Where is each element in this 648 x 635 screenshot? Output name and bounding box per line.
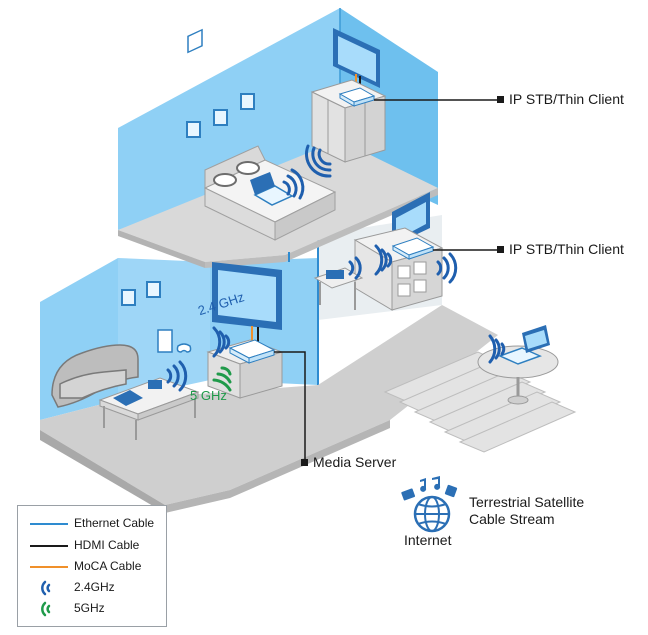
sofa — [51, 344, 139, 408]
legend-label: 2.4GHz — [74, 580, 115, 594]
legend-label: MoCA Cable — [74, 559, 142, 573]
stb-mid-device — [391, 237, 435, 260]
media-icons — [401, 476, 458, 501]
sources-line-2: Cable Stream — [469, 511, 555, 527]
legend-label: 5GHz — [74, 601, 105, 615]
sources-line-1: Terrestrial Satellite — [469, 494, 585, 510]
wifi-24-outdoor — [488, 334, 506, 364]
legend-label: Ethernet Cable — [74, 516, 155, 530]
legend-item-hdmi: HDMI Cable — [18, 536, 166, 556]
callout-stb-mid-label: IP STB/Thin Client — [509, 241, 624, 257]
lower-floor — [40, 305, 498, 505]
wifi-5-icon — [41, 601, 51, 617]
legend-item-moca: MoCA Cable — [18, 557, 166, 577]
wifi-24-bed — [282, 168, 305, 200]
bed — [203, 145, 337, 241]
legend-item-24ghz: 2.4GHz — [18, 578, 166, 598]
callout-stb-mid: IP STB/Thin Client — [497, 241, 624, 257]
wifi-24-lower — [166, 326, 231, 392]
callout-stb-top-label: IP STB/Thin Client — [509, 91, 624, 107]
callout-media-server-label: Media Server — [313, 454, 397, 470]
outdoor-table — [477, 325, 559, 405]
ethernet-swatch — [30, 523, 68, 525]
globe-icon — [413, 495, 451, 533]
deck — [383, 351, 577, 453]
sources-text: Terrestrial Satellite Cable Stream — [469, 494, 584, 528]
internet-label: Internet — [404, 532, 452, 548]
wifi-24-upper-left — [304, 144, 332, 178]
callout-media-server: Media Server — [301, 454, 396, 470]
callout-marker — [301, 458, 308, 466]
stb-top-device — [338, 87, 376, 107]
callout-line-media-server — [274, 351, 306, 462]
media-server-device — [228, 339, 276, 364]
callout-marker — [497, 95, 504, 103]
legend-item-5ghz: 5GHz — [18, 599, 166, 619]
game-console — [157, 329, 192, 353]
hdmi-swatch — [30, 545, 68, 547]
lower-back-wall — [118, 258, 210, 400]
wall-frames-upper — [187, 28, 203, 54]
wifi-24-mid — [348, 244, 458, 284]
wifi-5-label: 5 GHz — [190, 388, 227, 403]
wifi-5-lower — [212, 366, 232, 392]
legend: Ethernet Cable HDMI Cable MoCA Cable 2.4… — [17, 505, 167, 627]
callout-stb-top: IP STB/Thin Client — [497, 91, 624, 107]
legend-item-ethernet: Ethernet Cable — [18, 514, 166, 534]
legend-label: HDMI Cable — [74, 538, 140, 552]
wifi-24-icon — [41, 580, 51, 596]
moca-swatch — [30, 566, 68, 568]
callout-marker — [497, 245, 504, 253]
tv-lower — [212, 262, 282, 348]
